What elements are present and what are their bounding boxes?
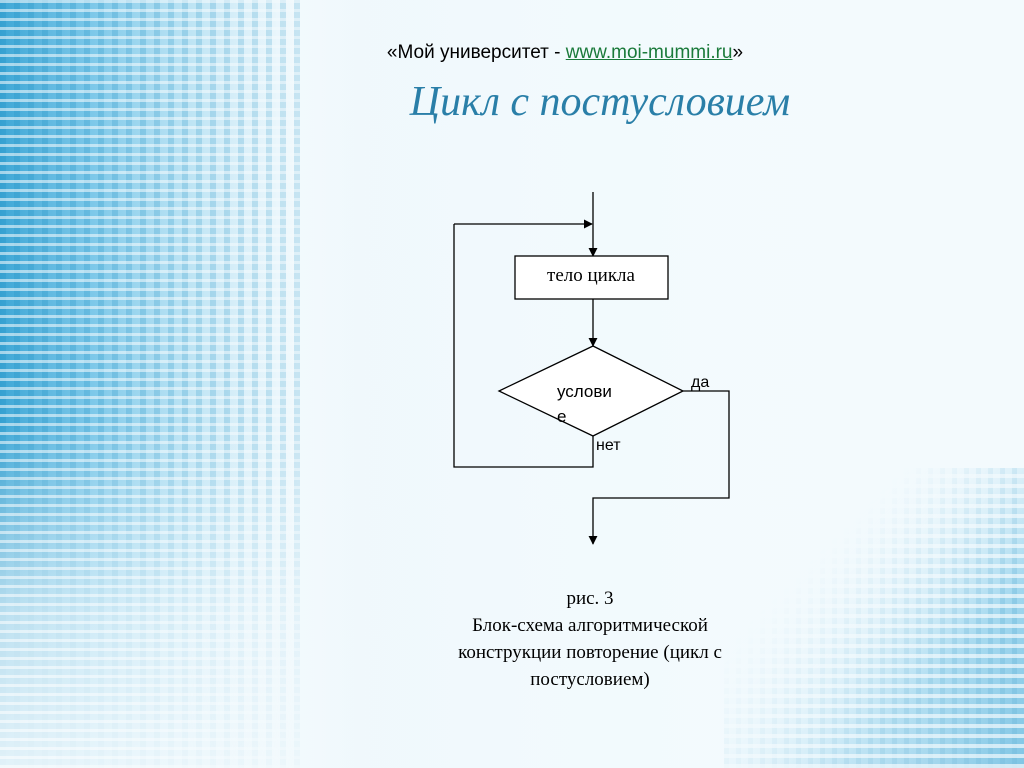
header-suffix: » — [732, 42, 744, 63]
caption-line-4: постусловием) — [530, 669, 650, 690]
yes-branch-line — [588, 390, 730, 545]
caption-line-1: рис. 3 — [566, 588, 614, 609]
yes-label: да — [691, 374, 709, 391]
caption-line-3: конструкции повторение (цикл с — [458, 642, 722, 663]
no-label: нет — [596, 437, 621, 454]
no-branch-line — [453, 224, 594, 468]
header-link[interactable]: www.moi-mummi.ru — [565, 42, 733, 63]
figure-caption: рис. 3 Блок-схема алгоритмической констр… — [440, 585, 740, 693]
condition-label-line2: е — [557, 407, 566, 426]
slide-title: Цикл с постусловием — [409, 79, 791, 125]
process-box — [514, 255, 669, 300]
slide-header: «Мой университет - www.moi-mummi.ru» — [0, 42, 1024, 64]
condition-label-line1: услови — [557, 382, 612, 401]
header-prefix: «Мой университет - — [386, 42, 566, 63]
caption-line-2: Блок-схема алгоритмической — [472, 615, 708, 636]
process-label: тело цикла — [547, 265, 636, 286]
